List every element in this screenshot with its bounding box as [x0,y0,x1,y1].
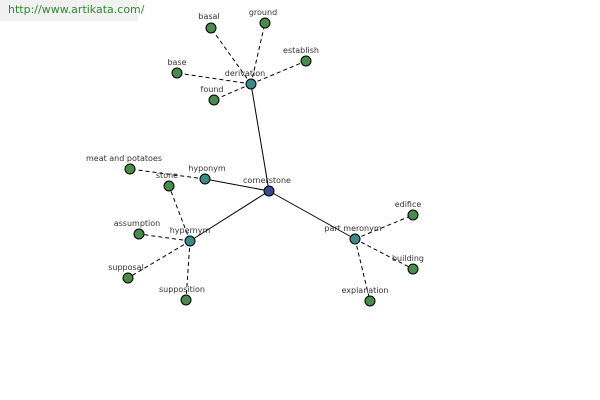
node-label-hypernym[interactable]: hypernym [170,226,211,235]
edge-cornerstone-to-hypernym [189,190,270,242]
edges-layer [127,22,414,302]
edge-cornerstone-to-part-meronym [268,190,356,240]
node-label-edifice[interactable]: edifice [395,200,422,209]
node-label-ground[interactable]: ground [249,8,277,17]
node-assumption[interactable] [133,228,145,240]
node-hypernym[interactable] [184,235,196,247]
edge-hypernym-to-supposition [185,240,191,301]
node-building[interactable] [407,263,419,275]
node-explanation[interactable] [364,295,376,307]
node-label-found[interactable]: found [201,85,224,94]
node-label-building[interactable]: building [392,254,424,263]
node-label-basal[interactable]: basal [198,12,219,21]
node-label-supposition[interactable]: supposition [159,285,205,294]
node-establish[interactable] [300,55,312,67]
node-base[interactable] [171,67,183,79]
node-supposal[interactable] [122,272,134,284]
edge-part-meronym-to-edifice [354,214,414,240]
edge-derivation-to-basal [210,27,252,85]
edge-part-meronym-to-explanation [354,238,371,302]
node-label-establish[interactable]: establish [283,46,319,55]
node-hyponym[interactable] [199,173,211,185]
edge-cornerstone-to-derivation [250,83,270,192]
node-supposition[interactable] [180,294,192,306]
labels-layer: cornerstone derivation hyponym hypernym part… [86,8,424,295]
edge-hypernym-to-assumption [138,233,191,242]
edge-derivation-to-ground [250,22,266,85]
watermark-url[interactable]: http://www.artikata.com/ [0,0,144,21]
edge-hyponym-to-meat-and-potatoes [129,168,206,180]
node-label-part-meronym[interactable]: part meronym [324,224,381,233]
node-label-explanation[interactable]: explanation [341,286,388,295]
node-part-meronym[interactable] [349,233,361,245]
node-label-supposal[interactable]: supposal [108,263,144,272]
node-found[interactable] [208,94,220,106]
edge-derivation-to-establish [250,60,307,85]
node-label-cornerstone[interactable]: cornerstone [243,176,291,185]
node-label-meat-and-potatoes[interactable]: meat and potatoes [86,154,162,163]
node-stone[interactable] [163,180,175,192]
node-cornerstone[interactable] [263,185,275,197]
edge-hypernym-to-stone [168,185,191,242]
node-label-base[interactable]: base [167,58,186,67]
node-label-stone[interactable]: stone [156,171,178,180]
node-label-derivation[interactable]: derivation [225,69,265,78]
edge-derivation-to-base [176,72,252,85]
node-edifice[interactable] [407,209,419,221]
node-label-hyponym[interactable]: hyponym [188,164,226,173]
node-ground[interactable] [259,17,271,29]
edge-cornerstone-to-hyponym [204,178,270,192]
node-label-assumption[interactable]: assumption [114,219,161,228]
node-derivation[interactable] [245,78,257,90]
node-meat-and-potatoes[interactable] [124,163,136,175]
edge-part-meronym-to-building [354,238,414,270]
node-basal[interactable] [205,22,217,34]
nodes-layer [122,17,419,307]
edge-hypernym-to-supposal [127,240,191,279]
